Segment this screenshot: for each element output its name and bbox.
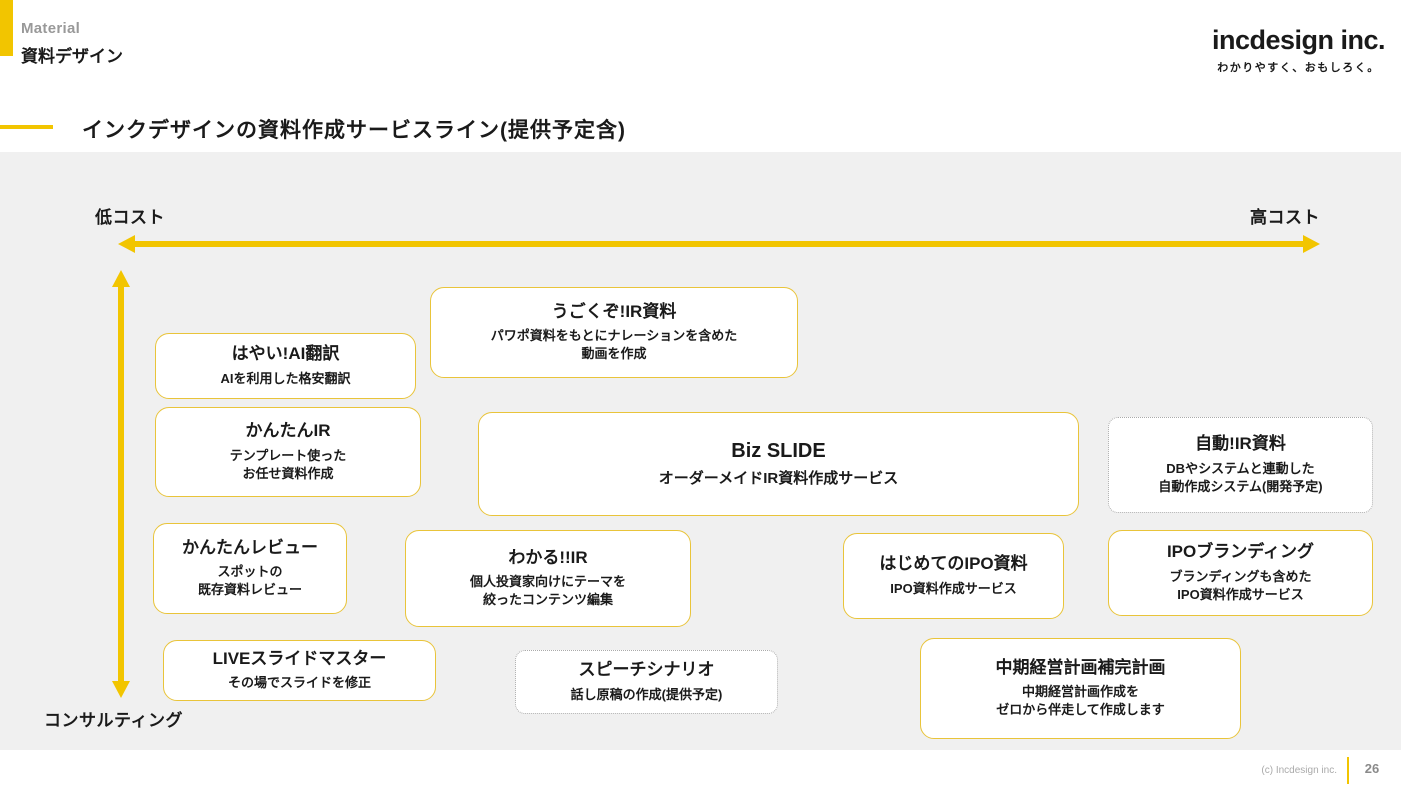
service-card-title: IPOブランディング <box>1166 542 1315 562</box>
page-number: 26 <box>1364 761 1380 776</box>
service-card-subtitle: AIを利用した格安翻訳 <box>220 370 351 386</box>
service-card-hajimete-ipo: はじめてのIPO資料 IPO資料作成サービス <box>843 533 1064 619</box>
cost-axis-arrow <box>118 233 1320 255</box>
arrow-right-icon <box>1303 235 1320 253</box>
service-card-subtitle: テンプレート使った お任せ資料作成 <box>229 447 347 481</box>
service-card-kantan-ir: かんたんIR テンプレート使った お任せ資料作成 <box>155 407 421 497</box>
axis-label-low-cost: 低コスト <box>95 208 165 227</box>
arrow-left-icon <box>118 235 135 253</box>
service-card-subtitle: 話し原稿の作成(提供予定) <box>570 686 723 702</box>
service-card-live-slide-master: LIVEスライドマスター その場でスライドを修正 <box>163 640 436 701</box>
service-card-subtitle: 中期経営計画作成を ゼロから伴走して作成します <box>996 684 1165 718</box>
service-card-title: 中期経営計画補完計画 <box>995 657 1166 677</box>
service-card-title: LIVEスライドマスター <box>212 648 387 668</box>
service-card-hayai-ai-honyaku: はやい!AI翻訳 AIを利用した格安翻訳 <box>155 333 416 399</box>
service-card-biz-slide: Biz SLIDE オーダーメイドIR資料作成サービス <box>478 412 1079 516</box>
axis-label-consulting: コンサルティング <box>44 711 183 730</box>
header-eyebrow: Material <box>21 20 81 37</box>
service-card-wakaru-ir: わかる!!IR 個人投資家向けにテーマを 絞ったコンテンツ編集 <box>405 530 691 627</box>
company-logo: incdesign inc. わかりやすく、おもしろく。 <box>1211 25 1386 75</box>
service-card-subtitle: その場でスライドを修正 <box>227 675 371 691</box>
service-card-subtitle: IPO資料作成サービス <box>890 580 1017 596</box>
company-logo-tagline: わかりやすく、おもしろく。 <box>1217 61 1380 74</box>
arrow-up-icon <box>112 270 130 287</box>
service-card-chuki-keiei-hokan: 中期経営計画補完計画 中期経営計画作成を ゼロから伴走して作成します <box>920 638 1241 739</box>
service-card-title: わかる!!IR <box>508 547 588 567</box>
service-card-title: Biz SLIDE <box>731 440 826 462</box>
service-card-subtitle: DBやシステムと連動した 自動作成システム(開発予定) <box>1158 460 1323 494</box>
service-card-title: はやい!AI翻訳 <box>231 344 340 364</box>
consulting-axis-arrow <box>109 270 133 698</box>
service-card-subtitle: スポットの 既存資料レビュー <box>197 564 302 598</box>
page-title: インクデザインの資料作成サービスライン(提供予定含) <box>82 119 626 142</box>
service-card-title: はじめてのIPO資料 <box>879 554 1028 574</box>
arrow-down-icon <box>112 681 130 698</box>
service-card-subtitle: ブランディングも含めた IPO資料作成サービス <box>1169 568 1312 602</box>
service-card-ugokuzo-ir: うごくぞ!IR資料 パワポ資料をもとにナレーションを含めた 動画を作成 <box>430 287 798 378</box>
service-card-title: かんたんレビュー <box>182 537 318 557</box>
axis-label-high-cost: 高コスト <box>1250 208 1320 227</box>
service-card-subtitle: オーダーメイドIR資料作成サービス <box>658 470 899 487</box>
service-card-subtitle: 個人投資家向けにテーマを 絞ったコンテンツ編集 <box>469 574 626 608</box>
header-category: 資料デザイン <box>21 47 123 66</box>
header-accent-bar <box>0 0 13 56</box>
service-card-title: スピーチシナリオ <box>578 660 715 680</box>
service-card-subtitle: パワポ資料をもとにナレーションを含めた 動画を作成 <box>490 328 738 362</box>
service-card-jido-ir: 自動!IR資料 DBやシステムと連動した 自動作成システム(開発予定) <box>1108 417 1373 513</box>
title-accent-line <box>0 125 53 129</box>
footer-copyright: (c) Incdesign inc. <box>1261 765 1337 776</box>
service-card-kantan-review: かんたんレビュー スポットの 既存資料レビュー <box>153 523 347 614</box>
footer-separator <box>1347 757 1349 784</box>
service-card-title: 自動!IR資料 <box>1195 434 1286 454</box>
service-card-title: うごくぞ!IR資料 <box>551 301 677 321</box>
service-card-speech-scenario: スピーチシナリオ 話し原稿の作成(提供予定) <box>515 650 778 714</box>
service-card-title: かんたんIR <box>245 421 331 441</box>
company-logo-text: incdesign inc. <box>1211 25 1386 55</box>
service-card-ipo-branding: IPOブランディング ブランディングも含めた IPO資料作成サービス <box>1108 530 1373 616</box>
